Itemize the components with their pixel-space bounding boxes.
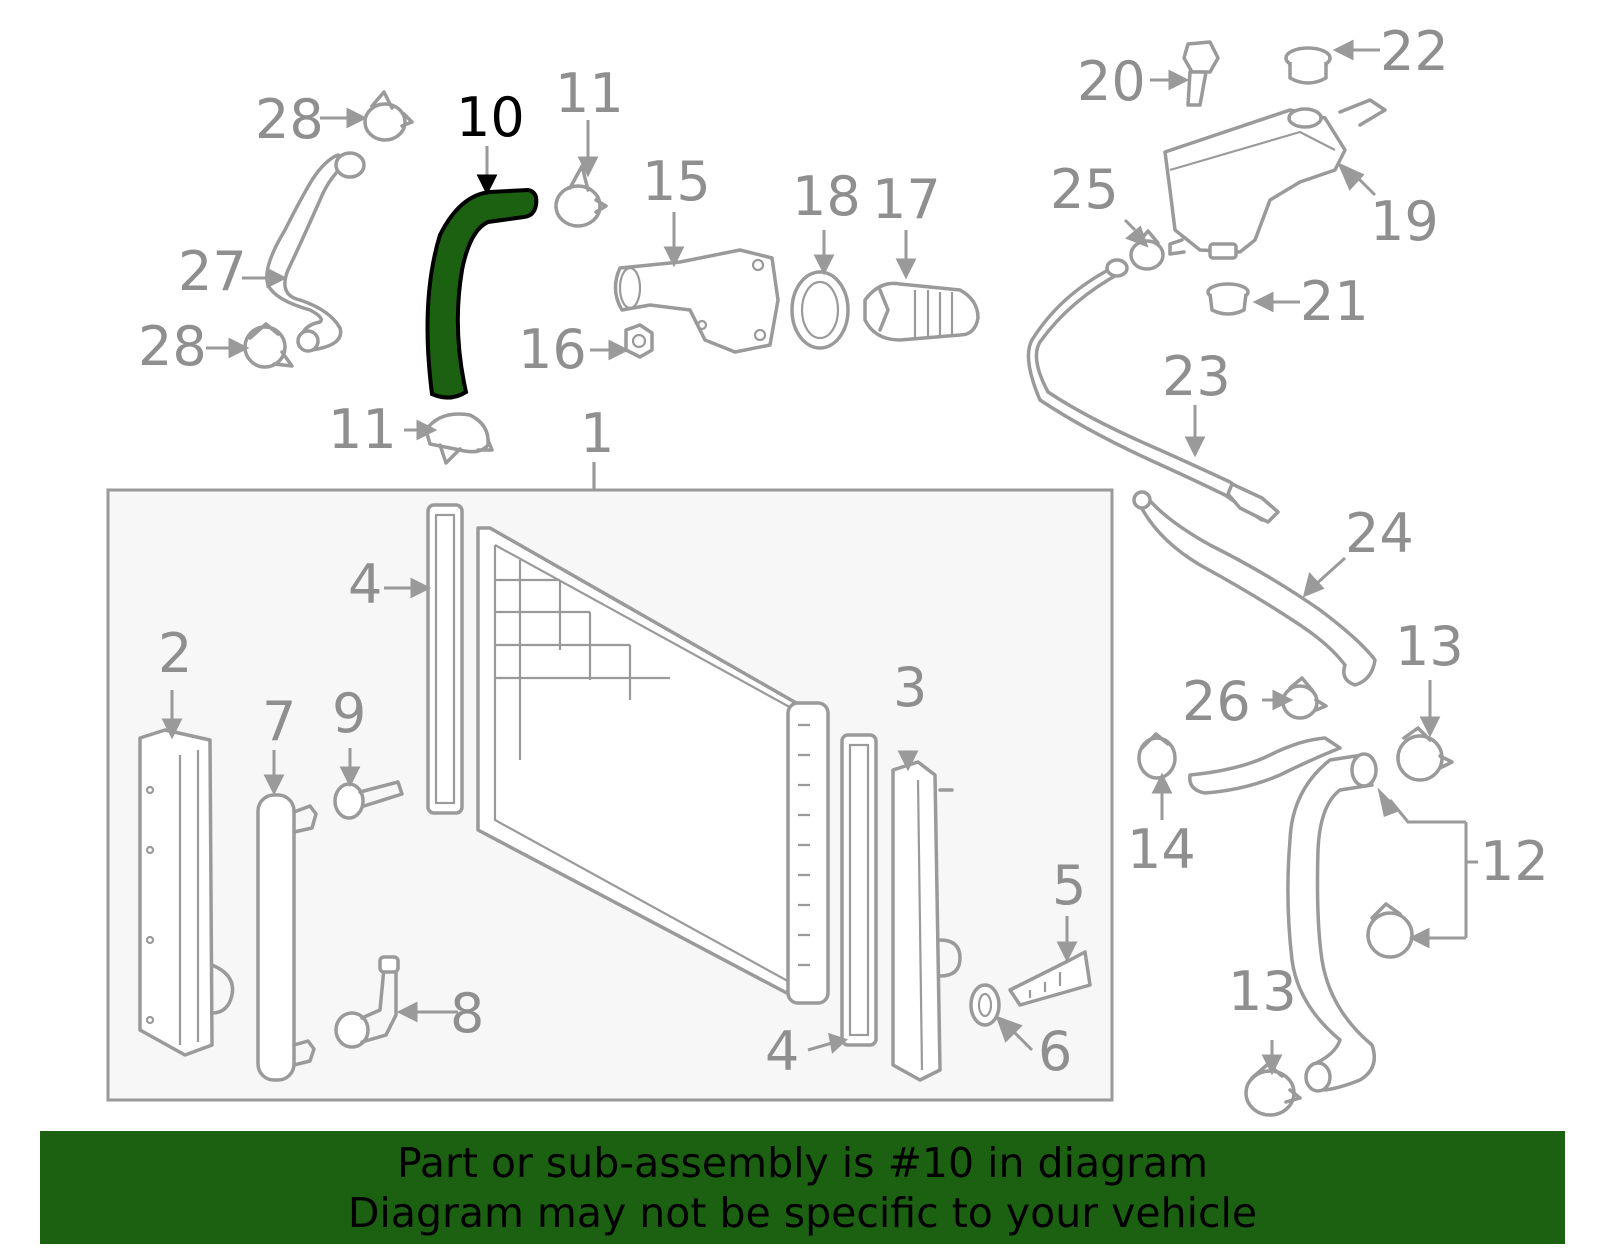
radiator-pipe <box>256 793 318 1082</box>
callout-1: 1 <box>580 402 614 465</box>
callout-9: 9 <box>332 682 366 745</box>
callout-16: 16 <box>518 318 587 381</box>
overflow-hose <box>1138 493 1377 687</box>
callout-20: 20 <box>1077 50 1146 113</box>
callout-18: 18 <box>792 165 861 228</box>
callout-arrows <box>161 39 1478 1076</box>
hose-clamp-26 <box>1281 676 1328 720</box>
callout-19: 19 <box>1370 190 1439 253</box>
thermostat <box>863 281 980 342</box>
left-radiator-tank <box>138 728 235 1057</box>
thermostat-gasket <box>790 270 850 350</box>
callout-4-upper: 4 <box>348 553 382 616</box>
callout-11-lower: 11 <box>328 398 397 461</box>
hex-nut <box>624 323 654 359</box>
callout-12: 12 <box>1480 830 1549 893</box>
callout-14: 14 <box>1127 818 1196 881</box>
elbow-fitting <box>334 955 400 1049</box>
reservoir-cap <box>1284 46 1332 85</box>
reservoir-plug <box>1206 282 1250 316</box>
callout-6: 6 <box>1038 1020 1072 1083</box>
callout-2: 2 <box>158 622 192 685</box>
upper-radiator-hose <box>425 187 539 400</box>
bypass-hose <box>265 153 352 352</box>
coolant-reservoir <box>1163 98 1387 260</box>
hose-clamp-upper <box>554 164 608 228</box>
callout-5: 5 <box>1052 854 1086 917</box>
callout-21: 21 <box>1300 270 1369 333</box>
callout-23: 23 <box>1162 345 1231 408</box>
callout-17: 17 <box>872 168 941 231</box>
callout-24: 24 <box>1345 502 1414 565</box>
callout-13-upper: 13 <box>1395 615 1464 678</box>
callout-26: 26 <box>1182 670 1251 733</box>
callout-28-lower: 28 <box>138 315 207 378</box>
hose-clamp-28-upper <box>363 90 414 142</box>
right-radiator-tank <box>891 760 962 1082</box>
callout-labels: 1 2 3 4 4 5 6 7 8 9 10 11 11 12 13 13 14… <box>138 20 1549 1083</box>
banner-line-2: Diagram may not be specific to your vehi… <box>347 1188 1258 1237</box>
banner-line-1: Part or sub-assembly is #10 in diagram <box>396 1138 1209 1187</box>
o-ring <box>969 983 1001 1027</box>
callout-3: 3 <box>893 656 927 719</box>
reservoir-hose <box>1026 266 1270 522</box>
part-info-banner: Part or sub-assembly is #10 in diagram D… <box>40 1131 1565 1244</box>
callout-8: 8 <box>450 982 484 1045</box>
callout-15: 15 <box>642 150 711 213</box>
callout-13-lower: 13 <box>1228 960 1297 1023</box>
radiator-seal-right <box>840 733 878 1047</box>
callout-25: 25 <box>1050 158 1119 221</box>
hose-clamp-lower <box>424 412 494 465</box>
hose-clamp-13-upper <box>1396 726 1454 782</box>
hose-clamp-14 <box>1137 732 1177 780</box>
hose-clamp-28-lower <box>243 322 294 369</box>
callout-22: 22 <box>1380 20 1449 83</box>
hose-clamp-12 <box>1366 902 1414 959</box>
drain-cock <box>1008 950 1092 1007</box>
callout-4-lower: 4 <box>765 1020 799 1083</box>
water-outlet-housing <box>613 248 780 354</box>
callout-28-upper: 28 <box>255 88 324 151</box>
callout-7: 7 <box>262 690 296 753</box>
callout-27: 27 <box>178 240 247 303</box>
callout-11-upper: 11 <box>555 62 624 125</box>
callout-10: 10 <box>456 86 525 149</box>
mounting-bolt <box>1182 40 1220 107</box>
radiator-seal-left <box>426 503 464 815</box>
lower-radiator-hose <box>1286 753 1376 1092</box>
radiator-core <box>476 526 830 1005</box>
